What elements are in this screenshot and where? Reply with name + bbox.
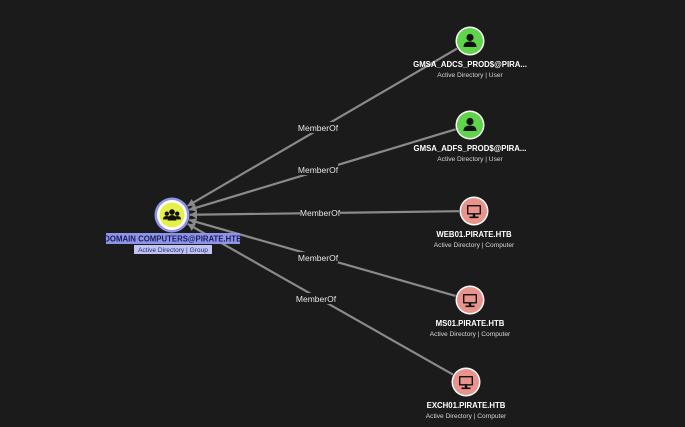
selected-subtitle-bg [134,245,212,254]
group-node-selected[interactable]: DOMAIN COMPUTERS@PIRATE.HTB Active Direct… [104,197,242,255]
nodes-layer: GMSA_ADCS_PROD$@PIRA... Active Directory … [104,26,527,421]
edge-memberof[interactable]: MemberOf [186,47,458,207]
node-title: GMSA_ADFS_PROD$@PIRA... [414,144,527,153]
computer-icon [459,376,473,390]
edge-arrowhead [189,210,198,219]
edge-arrowhead [187,198,196,206]
edge-memberof[interactable]: MemberOf [189,218,456,297]
edge-memberof[interactable]: MemberOf [189,207,460,219]
edge-label-bg [296,293,336,304]
node-subtitle: Active Directory | Group [138,247,208,254]
edge-arrowhead [189,218,198,226]
computer-node[interactable]: EXCH01.PIRATE.HTB Active Directory | Comp… [426,367,507,421]
edge-label-bg [300,207,340,218]
user-icon [463,117,477,131]
node-title: GMSA_ADCS_PROD$@PIRA... [413,60,527,69]
computer-node[interactable]: WEB01.PIRATE.HTB Active Directory | Compu… [434,196,515,250]
edge-label: MemberOf [296,294,337,304]
edge-label: MemberOf [298,123,339,133]
node-title: MS01.PIRATE.HTB [436,319,505,328]
node-subtitle: Active Directory | User [437,156,503,163]
node-subtitle: Active Directory | User [437,72,503,79]
node-title: DOMAIN COMPUTERS@PIRATE.HTB [104,235,242,244]
selected-title-bg [106,233,240,244]
user-icon [463,33,477,47]
edge-label: MemberOf [298,253,339,263]
edge-label: MemberOf [300,208,341,218]
computer-icon [467,205,481,219]
edge-memberof[interactable]: MemberOf [187,222,454,376]
edge-arrowhead [187,223,196,231]
edge-label-bg [298,252,338,263]
user-node[interactable]: GMSA_ADCS_PROD$@PIRA... Active Directory … [413,26,527,80]
computer-node[interactable]: MS01.PIRATE.HTB Active Directory | Comput… [430,285,511,339]
node-subtitle: Active Directory | Computer [430,331,511,338]
edge-memberof[interactable]: MemberOf [188,128,456,212]
group-icon [163,209,181,221]
edge-label-bg [298,164,338,175]
user-node[interactable]: GMSA_ADFS_PROD$@PIRA... Active Directory … [414,110,527,164]
node-title: EXCH01.PIRATE.HTB [427,401,506,410]
node-title: WEB01.PIRATE.HTB [436,230,512,239]
edge-arrowhead [189,203,198,212]
edge-label-bg [298,122,338,133]
node-subtitle: Active Directory | Computer [426,413,507,420]
node-subtitle: Active Directory | Computer [434,242,515,249]
edge-label: MemberOf [298,165,339,175]
computer-icon [463,294,477,308]
